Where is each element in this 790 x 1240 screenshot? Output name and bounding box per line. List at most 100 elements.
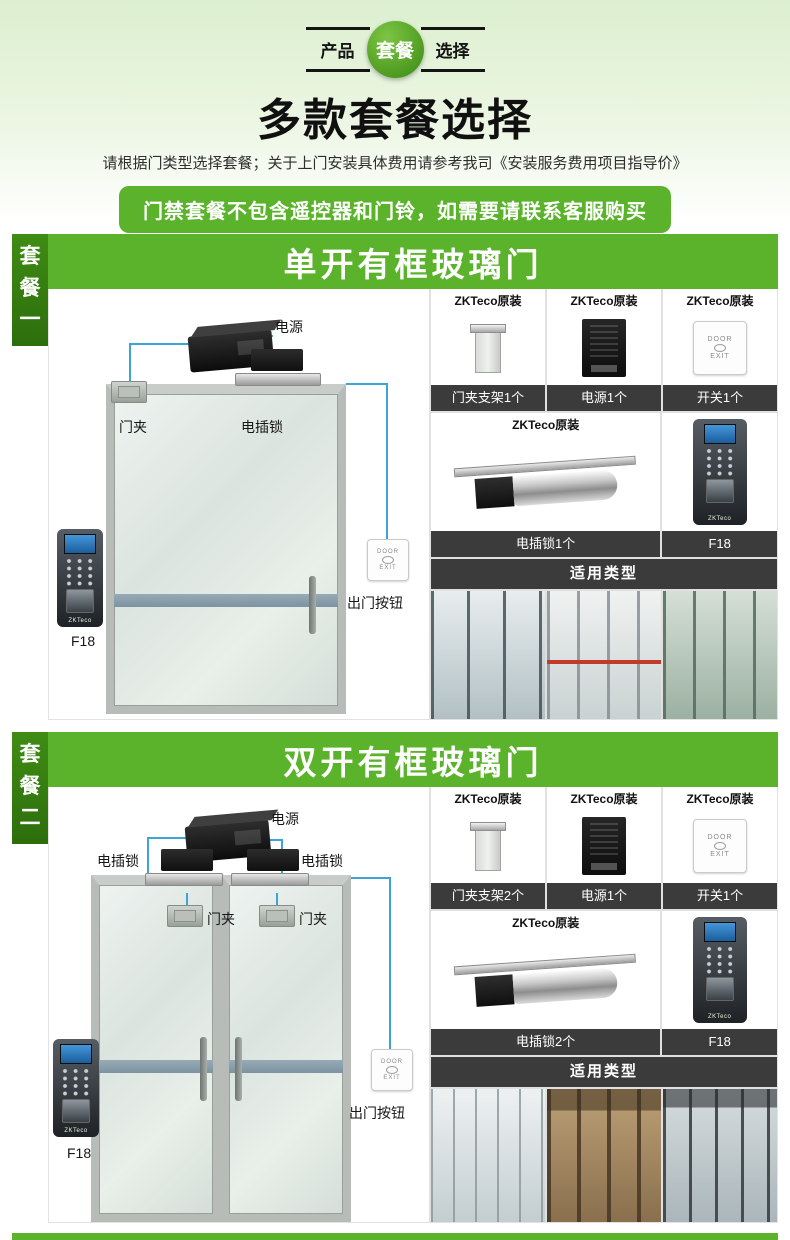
label-exit-button: 出门按钮 <box>347 595 403 611</box>
power-supply-image <box>582 319 626 377</box>
applicable-type-photo <box>547 1089 661 1222</box>
product-name: 电源1个 <box>547 883 661 909</box>
exit-button-exit-text: EXIT <box>383 1075 401 1081</box>
exit-button: DOOR EXIT <box>367 539 409 581</box>
connector-line <box>129 343 191 345</box>
product-cell-bolt-lock: ZKTeco原装 电插锁1个 <box>431 413 661 557</box>
package-two-grid: ZKTeco原装 门夹支架2个 ZKTeco原装 电源1个 ZKTeco原装 D… <box>429 787 777 1222</box>
connector-line <box>386 383 388 539</box>
brand-label: ZKTeco原装 <box>686 294 754 308</box>
brand-label: ZKTeco原装 <box>512 916 580 930</box>
glass-door-left <box>91 875 221 1222</box>
product-name: 开关1个 <box>663 883 777 909</box>
brand-label: ZKTeco原装 <box>570 294 638 308</box>
product-cell-f18: ZKTeco F18 <box>662 413 777 557</box>
f18-brand-text: ZKTeco <box>68 618 92 624</box>
package-two-section: 套餐二 双开有框玻璃门 <box>12 732 778 1223</box>
fingerprint-sensor <box>705 977 734 1001</box>
door-midrail <box>114 594 338 607</box>
connector-line <box>186 893 188 907</box>
label-bolt-lock-right: 电插锁 <box>301 853 343 869</box>
product-cell-power: ZKTeco原装 电源1个 <box>547 787 661 909</box>
f18-screen <box>703 922 736 942</box>
exit-switch-exit-text: EXIT <box>710 851 730 858</box>
bolt-lock-plate <box>235 373 321 386</box>
brand-label: ZKTeco原装 <box>512 418 580 432</box>
fingerprint-sensor <box>62 1099 90 1123</box>
product-cell-f18: ZKTeco F18 <box>662 911 777 1055</box>
label-exit-button: 出门按钮 <box>349 1105 405 1121</box>
door-handle <box>200 1037 207 1101</box>
f18-screen <box>703 424 736 444</box>
label-clamp-right: 门夹 <box>299 911 327 927</box>
product-name: 电源1个 <box>547 385 661 411</box>
label-f18: F18 <box>67 1145 92 1161</box>
connector-line <box>147 837 149 873</box>
connector-line <box>346 383 388 385</box>
next-section-header-partial <box>12 1233 778 1240</box>
brand-label: ZKTeco原装 <box>454 294 522 308</box>
package-one-section: 套餐一 单开有框玻璃门 ZKTeco DOOR <box>12 234 778 720</box>
product-name: 电插锁2个 <box>431 1029 661 1055</box>
notice-banner: 门禁套餐不包含遥控器和门铃，如需要请联系客服购买 <box>119 186 671 233</box>
product-name: F18 <box>662 531 777 557</box>
connector-line <box>147 837 187 839</box>
connector-line <box>351 877 391 879</box>
exit-switch-icon <box>714 344 726 352</box>
product-cell-clamp: ZKTeco原装 门夹支架2个 <box>431 787 545 909</box>
door-handle <box>309 576 316 634</box>
product-name: 开关1个 <box>663 385 777 411</box>
applicable-type-photo <box>547 591 661 719</box>
f18-screen <box>60 1044 92 1064</box>
connector-line <box>276 893 278 907</box>
f18-reader-image: ZKTeco <box>692 419 747 525</box>
applicable-type-photo <box>431 1089 545 1222</box>
bolt-lock-plate-right <box>231 873 309 886</box>
product-cell-power: ZKTeco原装 电源1个 <box>547 289 661 411</box>
product-name: 门夹支架1个 <box>431 385 545 411</box>
connector-line <box>129 343 131 381</box>
product-name: F18 <box>662 1029 777 1055</box>
exit-button-icon <box>386 1066 398 1074</box>
exit-switch-image: DOOR EXIT <box>693 321 747 375</box>
exit-button-door-text: DOOR <box>381 1059 403 1065</box>
exit-switch-image: DOOR EXIT <box>693 819 747 873</box>
product-cell-clamp: ZKTeco原装 门夹支架1个 <box>431 289 545 411</box>
clamp-bracket-image <box>470 821 506 871</box>
fingerprint-sensor <box>705 479 734 503</box>
door-handle <box>235 1037 242 1101</box>
bolt-lock-body <box>251 349 303 371</box>
exit-switch-exit-text: EXIT <box>710 353 730 360</box>
applicable-types-header: 适用类型 <box>431 1057 777 1087</box>
package-two-tab: 套餐二 <box>12 732 48 844</box>
single-door-diagram: ZKTeco DOOR EXIT 电源 门夹 电插锁 F18 出门按钮 <box>49 289 429 719</box>
applicable-type-photo <box>663 1089 777 1222</box>
f18-keypad <box>60 1067 92 1097</box>
exit-button: DOOR EXIT <box>371 1049 413 1091</box>
f18-keypad <box>703 945 736 975</box>
exit-button-icon <box>382 556 394 564</box>
product-cell-switch: ZKTeco原装 DOOR EXIT 开关1个 <box>663 289 777 411</box>
clamp-bracket-image <box>470 323 506 373</box>
connector-line <box>270 839 281 841</box>
bolt-lock-body-right <box>247 849 299 871</box>
door-clamp <box>111 381 147 403</box>
label-f18: F18 <box>71 633 96 649</box>
f18-reader: ZKTeco <box>53 1039 99 1137</box>
breadcrumb: 产品 套餐 选择 <box>0 20 790 78</box>
label-clamp: 门夹 <box>119 419 147 435</box>
f18-keypad <box>703 447 736 477</box>
brand-label: ZKTeco原装 <box>454 792 522 806</box>
bolt-lock-image <box>453 455 637 511</box>
product-cell-bolt-lock: ZKTeco原装 电插锁2个 <box>431 911 661 1055</box>
label-bolt-lock: 电插锁 <box>241 419 283 435</box>
package-badge: 套餐 <box>366 20 424 78</box>
crumb-product-label: 产品 <box>305 26 370 72</box>
glass-door <box>106 384 346 714</box>
package-one-tab: 套餐一 <box>12 234 48 346</box>
fingerprint-sensor <box>66 589 94 613</box>
f18-brand-text: ZKTeco <box>64 1128 88 1134</box>
package-two-header: 双开有框玻璃门 <box>48 732 778 787</box>
double-door-diagram: ZKTeco DOOR EXIT 电源 电插锁 电插锁 门夹 门夹 F18 出门… <box>49 787 429 1222</box>
package-one-header: 单开有框玻璃门 <box>48 234 778 289</box>
